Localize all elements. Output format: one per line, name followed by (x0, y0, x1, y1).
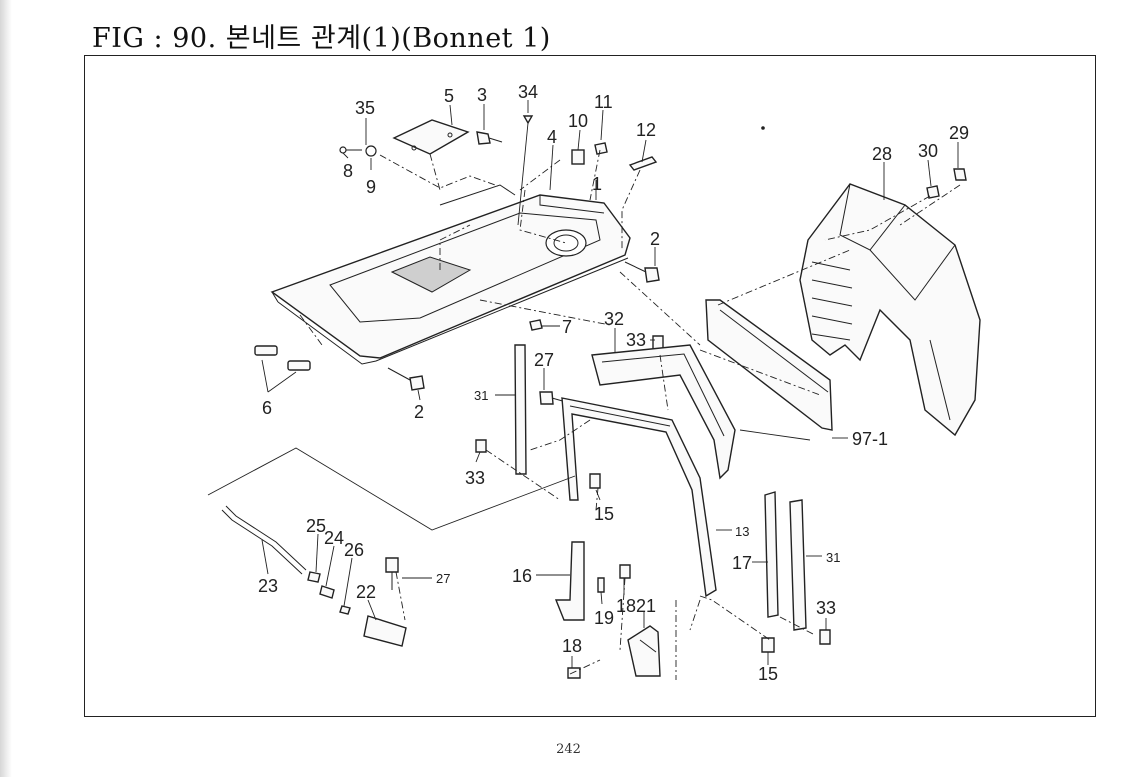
part-label: 18 (562, 636, 582, 656)
part-label: 30 (918, 141, 938, 161)
bonnet-top-panel (270, 184, 631, 365)
leader-lines (261, 100, 959, 668)
part-label: 11 (594, 92, 613, 112)
part-label: 2 (414, 402, 424, 422)
part-label: 12 (636, 120, 656, 140)
part-label: 16 (512, 566, 532, 586)
part-label: 29 (949, 123, 969, 143)
diagram-frame (84, 55, 1096, 717)
part-label: 15 (758, 664, 778, 684)
part-label: 35 (355, 98, 375, 118)
part-label: 22 (356, 582, 376, 602)
part-label: 5 (444, 86, 454, 106)
cover-plate (392, 119, 470, 155)
part-label: 23 (258, 576, 278, 596)
front-grille-shell (799, 183, 981, 437)
part-label: 10 (568, 111, 588, 131)
assembly-lines (299, 149, 961, 680)
part-label: 24 (324, 528, 344, 548)
part-label: 1 (592, 174, 602, 194)
hardware-parts (254, 115, 967, 679)
part-label: 33 (465, 468, 485, 488)
part-label: 25 (306, 516, 326, 536)
part-number-callouts: 35 5 3 34 11 10 4 12 8 9 1 28 30 29 2 7 … (258, 82, 969, 684)
bracket-21 (627, 625, 661, 677)
part-label: 28 (872, 144, 892, 164)
part-label: 18 (616, 596, 636, 616)
part-label: 13 (735, 524, 749, 539)
part-label: 6 (262, 398, 272, 418)
strips-17-31-right (764, 491, 807, 631)
part-label: 7 (562, 317, 572, 337)
scan-speck (761, 126, 765, 130)
part-label: 17 (732, 553, 752, 573)
rod-assembly (221, 505, 407, 647)
part-label: 31 (826, 550, 840, 565)
upper-frame-32 (591, 344, 736, 480)
link-lines (207, 429, 811, 531)
part-label: 27 (534, 350, 554, 370)
part-label: 26 (344, 540, 364, 560)
part-label: 9 (366, 177, 376, 197)
part-label: 31 (474, 388, 488, 403)
part-label: 27 (436, 571, 450, 586)
part-label: 97-1 (852, 429, 888, 449)
bracket-16 (554, 541, 585, 621)
part-label: 2 (650, 229, 660, 249)
part-label: 19 (594, 608, 614, 628)
part-label: 15 (594, 504, 614, 524)
page-number: 242 (556, 742, 581, 757)
scan-binding-edge (0, 0, 12, 777)
part-label: 4 (547, 127, 557, 147)
part-label: 8 (343, 161, 353, 181)
main-frame-13 (561, 397, 717, 598)
strip-31-left (514, 344, 527, 475)
part-label: 21 (636, 596, 656, 616)
side-panel-97-1 (705, 299, 833, 431)
part-label: 33 (626, 330, 646, 350)
figure-title: FIG : 90. 본네트 관계(1)(Bonnet 1) (92, 23, 551, 54)
part-label: 34 (518, 82, 538, 102)
part-label: 3 (477, 85, 487, 105)
part-label: 33 (816, 598, 836, 618)
part-label: 32 (604, 309, 624, 329)
